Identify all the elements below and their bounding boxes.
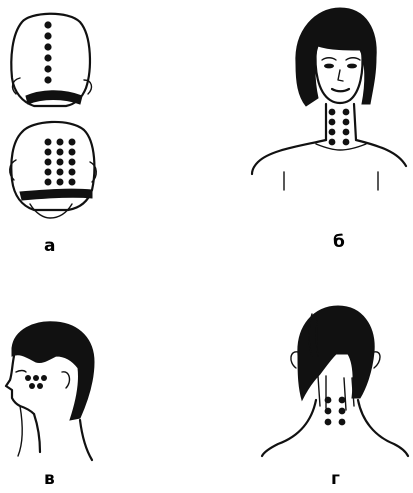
dots-neck-front (329, 109, 350, 146)
panel-v-drawing (6, 322, 94, 460)
panel-label-g: г (331, 471, 340, 488)
dots-top-midline (44, 21, 51, 83)
head-top-view-1 (11, 14, 91, 106)
head-top-view-2 (10, 122, 97, 218)
dots-temple-side (25, 375, 47, 389)
dots-back-grid (45, 139, 76, 186)
dots-neck-back (325, 397, 346, 426)
panel-a-drawing (10, 14, 97, 218)
panel-label-b: б (333, 234, 345, 251)
panel-label-a: а (44, 238, 55, 255)
panel-label-v: в (44, 471, 55, 488)
panel-b-drawing (252, 8, 406, 190)
panel-g-drawing (262, 306, 408, 456)
